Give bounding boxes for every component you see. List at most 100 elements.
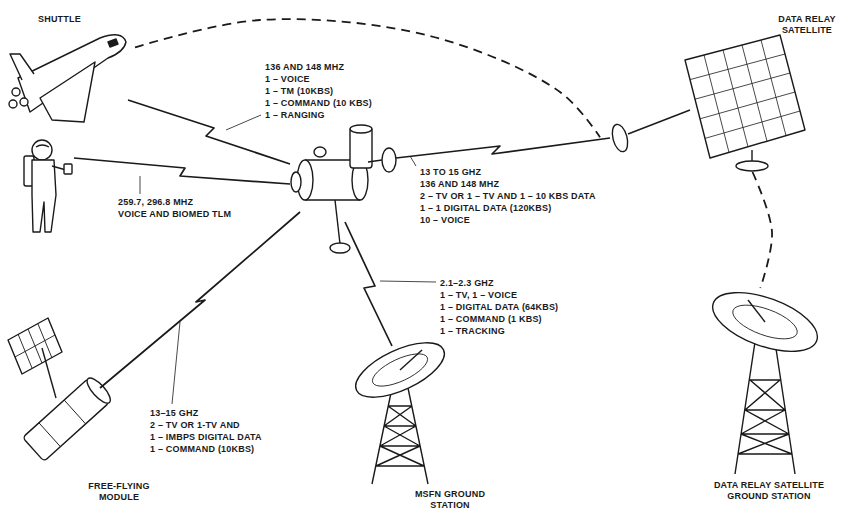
shuttle-drawing xyxy=(40,62,95,122)
link-spec-holder: 259.7, 296.8 MHZ xyxy=(118,197,193,208)
link-spec: 1 – RANGING xyxy=(265,110,325,121)
shuttle-object: SHUTTLE xyxy=(0,4,135,128)
astronaut-drawing xyxy=(32,140,52,160)
relay-link xyxy=(753,172,773,288)
astronaut-drawing xyxy=(32,160,56,232)
radio-link xyxy=(100,212,300,388)
station-drawing xyxy=(368,160,382,162)
station-drawing xyxy=(330,243,350,253)
shuttle-drawing xyxy=(9,100,17,108)
link-spec-holder: 136 AND 148 MHZ xyxy=(420,179,499,190)
shuttle-drawing xyxy=(20,98,28,106)
link-spec-holder: 10 – VOICE xyxy=(420,215,470,226)
link-spec: 2.1–2.3 GHZ xyxy=(440,278,494,289)
link-spec: 1 – COMMAND (10KBS) xyxy=(150,444,254,455)
link-spec: 136 AND 148 MHZ xyxy=(420,179,499,190)
link-spec-holder: 1 – TRACKING xyxy=(440,326,505,337)
satellite-drawing xyxy=(704,40,786,152)
object-label: SHUTTLE xyxy=(38,14,81,25)
link-spec-holder: VOICE AND BIOMED TLM xyxy=(118,209,231,220)
relay-dish-drawing xyxy=(735,342,795,474)
module-object: FREE-FLYING MODULE xyxy=(2,325,154,509)
link-spec-holder: 1 – DIGITAL DATA (64KBS) xyxy=(440,302,558,313)
link-spec: VOICE AND BIOMED TLM xyxy=(118,209,231,220)
link-spec: 1 – TM (10KBS) xyxy=(265,86,333,97)
satellite-drawing xyxy=(610,123,631,154)
link-spec: 1 – VOICE xyxy=(265,74,310,85)
link-spec: 1 – COMMAND (1 KBS) xyxy=(440,314,542,325)
relay-dish-drawing xyxy=(705,281,825,474)
relay-dish-drawing xyxy=(748,300,765,322)
link-spec: 1 – IMBPS DIGITAL DATA xyxy=(150,432,262,443)
leader-line xyxy=(140,115,436,404)
satellite-drawing xyxy=(685,35,805,158)
satellite-drawing xyxy=(751,150,752,161)
relay-dish-drawing xyxy=(705,281,825,364)
shuttle-drawing xyxy=(108,39,118,47)
link-spec: 1 – COMMAND (10 KBS) xyxy=(265,98,372,109)
link-spec: 13–15 GHZ xyxy=(150,408,198,419)
ground-station-object: DATA RELAY SATELLITE GROUND STATION xyxy=(690,288,850,508)
link-spec-holder: 13 TO 15 GHZ xyxy=(420,167,481,178)
link-spec: 1 – TRACKING xyxy=(440,326,505,337)
object-label: FREE-FLYING MODULE xyxy=(88,481,150,503)
link-spec: 2 – TV OR 1 – TV AND 1 – 10 KBS DATA xyxy=(420,191,596,202)
link-spec-holder: 1 – COMMAND (1 KBS) xyxy=(440,314,542,325)
link-spec-holder: 2 – TV OR 1-TV AND xyxy=(150,420,240,431)
ground-station-object: MSFN GROUND STATION xyxy=(345,342,495,511)
station-drawing xyxy=(291,125,396,253)
satellite-drawing xyxy=(736,161,768,171)
link-spec-holder: 1 – TM (10KBS) xyxy=(265,86,333,97)
radio-link xyxy=(345,222,392,346)
link-spec-holder: 1 – TV, 1 – VOICE xyxy=(440,290,517,301)
shuttle-drawing xyxy=(12,88,20,96)
msfn-dish-drawing xyxy=(368,347,432,392)
link-spec-holder: 136 AND 148 MHZ xyxy=(265,62,344,73)
satellite-drawing xyxy=(610,35,805,171)
msfn-dish-drawing xyxy=(348,332,452,484)
leader-line xyxy=(172,322,180,404)
radio-link xyxy=(74,158,290,184)
link-spec: 13 TO 15 GHZ xyxy=(420,167,481,178)
link-spec-holder: 1 – VOICE xyxy=(265,74,310,85)
link-spec: 1 – DIGITAL DATA (64KBS) xyxy=(440,302,558,313)
station-drawing xyxy=(314,147,326,157)
link-spec: 259.7, 296.8 MHZ xyxy=(118,197,193,208)
module-drawing xyxy=(15,324,55,368)
astronaut-drawing xyxy=(36,145,49,147)
msfn-dish-drawing xyxy=(348,332,452,409)
leader-line xyxy=(380,281,436,282)
module-drawing xyxy=(39,400,86,447)
module-drawing xyxy=(8,318,62,374)
relay-link xyxy=(135,19,600,137)
station-drawing xyxy=(291,172,301,192)
link-spec-holder: 1 – COMMAND (10 KBS) xyxy=(265,98,372,109)
astronaut-drawing xyxy=(64,164,72,174)
msfn-dish-drawing xyxy=(400,350,422,370)
link-spec: 1 – TV, 1 – VOICE xyxy=(440,290,517,301)
station-drawing xyxy=(382,148,396,172)
shuttle-drawing xyxy=(10,54,34,80)
link-spec-holder: 2.1–2.3 GHZ xyxy=(440,278,494,289)
leader-line xyxy=(410,156,416,166)
link-spec: 1 – 1 DIGITAL DATA (120KBS) xyxy=(420,203,551,214)
link-spec-holder: 13–15 GHZ xyxy=(150,408,198,419)
msfn-dish-drawing xyxy=(372,388,428,484)
leader-line xyxy=(226,115,261,130)
module-drawing xyxy=(8,318,114,461)
radio-link xyxy=(396,138,610,158)
object-label: DATA RELAY SATELLITE GROUND STATION xyxy=(706,480,832,502)
link-spec: 10 – VOICE xyxy=(420,215,470,226)
station-drawing xyxy=(350,125,372,133)
satellite-drawing xyxy=(628,110,690,134)
object-label: DATA RELAY SATELLITE xyxy=(772,14,842,36)
radio-link xyxy=(74,100,610,388)
link-spec-holder: 1 – COMMAND (10KBS) xyxy=(150,444,254,455)
astronaut-drawing xyxy=(24,140,72,232)
link-spec-holder: 1 – IMBPS DIGITAL DATA xyxy=(150,432,262,443)
link-spec-holder: 1 – RANGING xyxy=(265,110,325,121)
relay-dish-drawing xyxy=(729,298,802,346)
